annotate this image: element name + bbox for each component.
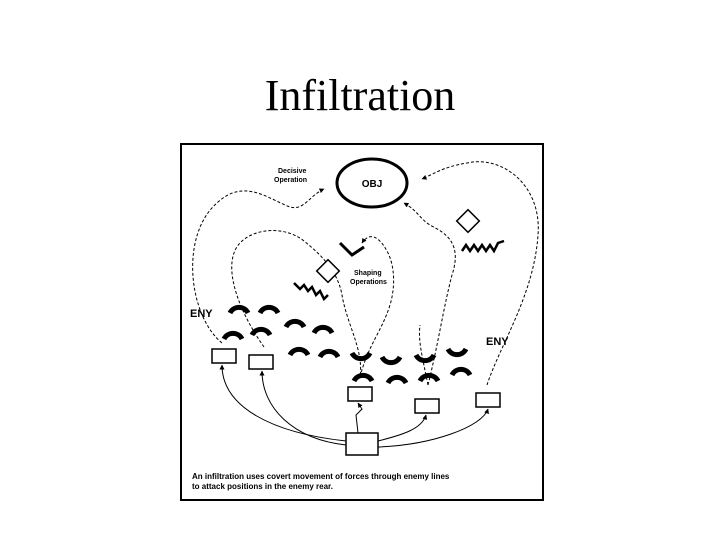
unit-box-right-center <box>414 398 440 414</box>
caption-line-2: to attack positions in the enemy rear. <box>192 482 333 491</box>
enemy-arc <box>287 346 311 357</box>
right-inner-dashed-route <box>403 202 456 386</box>
unit-box-origin <box>345 432 379 456</box>
shaping-label-1: Shaping <box>354 270 382 277</box>
objective-label: OBJ <box>362 179 383 190</box>
enemy-arc <box>257 304 281 315</box>
decisive-label-2: Operation <box>274 177 307 184</box>
enemy-arc <box>317 348 341 359</box>
slide-title: Infiltration <box>264 71 456 120</box>
unit-box-center <box>347 386 373 402</box>
center-dashed-route <box>231 230 362 378</box>
enemy-positions <box>221 304 473 385</box>
movement-arrow <box>259 370 347 446</box>
enemy-arc <box>351 372 375 383</box>
movement-arrow <box>355 402 363 434</box>
obstacle-symbol-right <box>460 239 505 254</box>
objective-marker: OBJ <box>335 157 409 209</box>
unit-box-left-center <box>248 354 274 370</box>
enemy-arc <box>445 347 469 358</box>
enemy-arc <box>221 330 245 341</box>
enemy-arc <box>227 304 251 315</box>
hook-symbol <box>338 241 365 257</box>
decisive-label-1: Decisive <box>278 168 307 175</box>
unit-box-left <box>211 348 237 364</box>
shaping-label-2: Operations <box>350 279 387 286</box>
enemy-arc <box>249 326 273 337</box>
enemy-arc <box>349 351 373 362</box>
enemy-arc <box>413 353 437 364</box>
enemy-arc <box>311 324 335 335</box>
unit-box-right <box>475 392 501 408</box>
enemy-arc <box>379 355 403 366</box>
movement-arrow <box>219 364 347 442</box>
movement-arrows <box>219 364 489 448</box>
left-dashed-route <box>192 188 325 344</box>
enemy-arc <box>385 374 409 385</box>
diagram-frame: OBJ Decisive Operation Shaping Operation… <box>180 143 544 501</box>
enemy-arc <box>449 366 473 377</box>
movement-arrow <box>377 414 428 442</box>
movement-arrow <box>377 408 489 448</box>
diamond-symbol-upper-right <box>455 208 481 234</box>
diamond-symbol-center <box>315 258 341 284</box>
enemy-label-right: ENY <box>486 336 509 348</box>
caption-line-1: An infiltration uses covert movement of … <box>192 472 450 481</box>
enemy-arc <box>283 318 307 329</box>
shaping-dashed-route <box>359 236 395 378</box>
obstacle-symbol-center <box>293 282 329 302</box>
infiltration-diagram: OBJ Decisive Operation Shaping Operation… <box>190 157 539 491</box>
right-dashed-route <box>421 161 539 386</box>
enemy-arc <box>417 372 441 383</box>
